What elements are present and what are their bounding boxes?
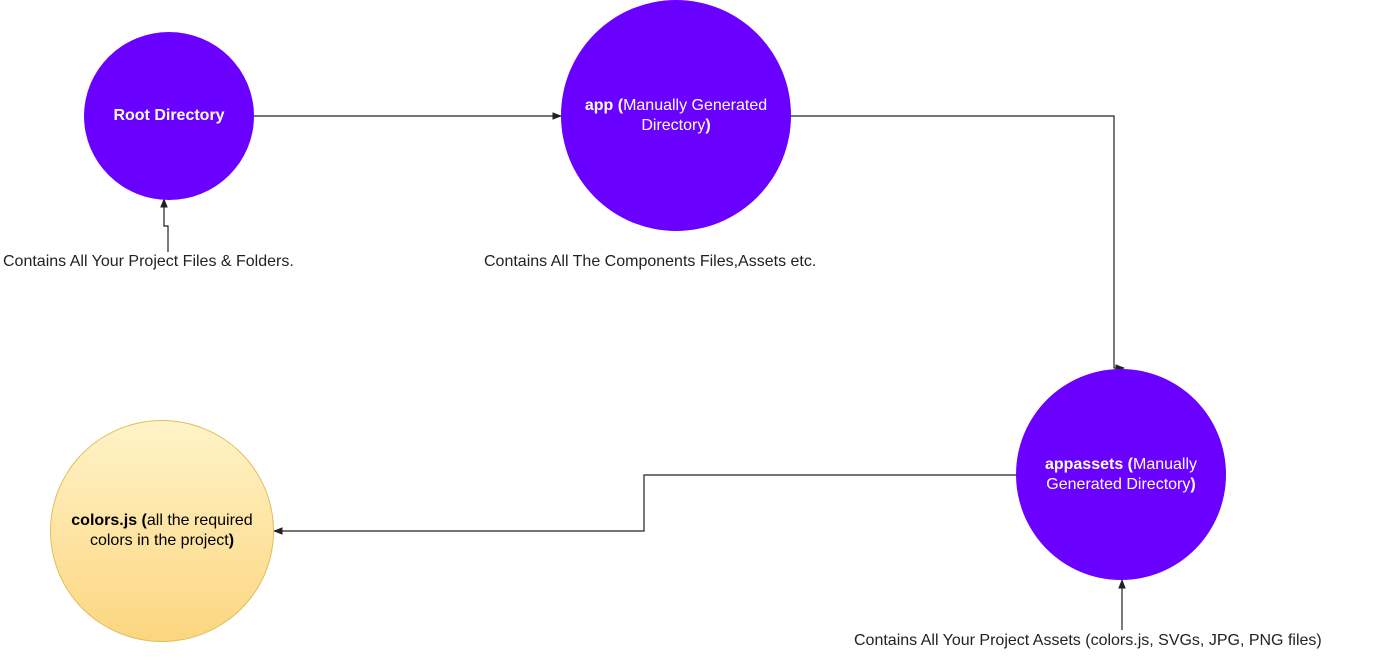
root-directory-node[interactable]: Root Directory [84,32,254,200]
colors-js-node[interactable]: colors.js (all the required colors in th… [50,420,274,642]
app-directory-node[interactable]: app (Manually Generated Directory) [561,0,791,231]
edge-appassets-to-colors [273,474,1017,535]
colors-js-label: colors.js (all the required colors in th… [71,512,253,549]
edge-caption-to-root [160,198,169,252]
appassets-caption: Contains All Your Project Assets (colors… [854,632,1322,649]
appassets-directory-label: appassets (Manually Generated Directory) [1044,455,1198,493]
edge-app-to-appassets [790,115,1125,372]
root-directory-label: Root Directory [113,107,225,124]
appassets-directory-node[interactable]: appassets (Manually Generated Directory) [1016,369,1226,580]
root-caption: Contains All Your Project Files & Folder… [3,253,294,270]
app-caption: Contains All The Components Files,Assets… [484,253,817,270]
app-directory-label: app (Manually Generated Directory) [584,96,768,134]
